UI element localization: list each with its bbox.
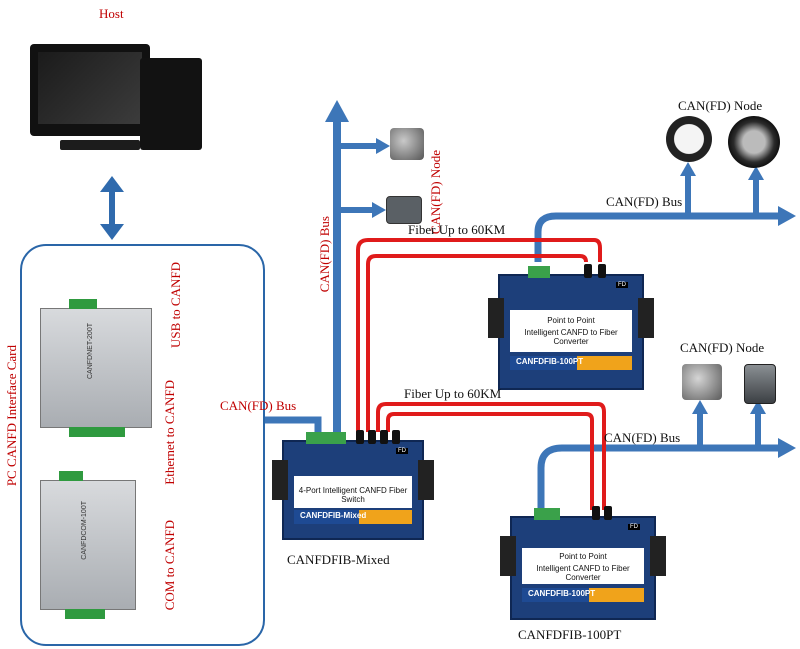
fiber-upper <box>356 238 602 432</box>
fiber-lower-label: Fiber Up to 60KM <box>404 386 502 401</box>
lower-converter-line2: Intelligent CANFD to Fiber Converter <box>536 564 630 582</box>
lower-converter-line1: Point to Point <box>559 552 607 561</box>
usb-canfd-module: CANFDNET-200T <box>40 299 152 437</box>
can-bus-lower-label: CAN(FD) Bus <box>604 430 681 445</box>
fiber-switch-device: FD 4-Port Intelligent CANFD Fiber Switch… <box>272 430 434 540</box>
upper-can-bus <box>534 162 796 262</box>
keyboard-icon <box>60 140 140 150</box>
upper-converter-stripe: CANFDFIB-100PT <box>516 357 584 366</box>
fiber-upper-label: Fiber Up to 60KM <box>408 222 506 237</box>
usb-to-canfd-label: USB to CANFD <box>168 262 183 348</box>
lower-converter-name-label: CANFDFIB-100PT <box>518 627 622 642</box>
interface-card-label: PC CANFD Interface Card <box>4 345 19 487</box>
motor-icon <box>682 364 722 400</box>
node-upper-label: CAN(FD) Node <box>678 98 763 113</box>
switch-name-label: CANFDFIB-Mixed <box>287 552 390 567</box>
lower-converter-stripe: CANFDFIB-100PT <box>528 589 596 598</box>
com-to-canfd-label: COM to CANFD <box>162 520 177 611</box>
host-label: Host <box>99 6 124 21</box>
pressure-gauge-icon <box>666 116 712 162</box>
engine-icon <box>390 128 424 160</box>
upper-converter-device: FD Point to Point Intelligent CANFD to F… <box>488 264 654 390</box>
pc-tower-icon <box>140 58 202 150</box>
plc-module-icon <box>386 196 422 224</box>
can-bus-vertical-label: CAN(FD) Bus <box>317 216 332 293</box>
pc-monitor-icon <box>30 44 150 136</box>
host-link-arrow <box>100 176 124 240</box>
upper-converter-line1: Point to Point <box>547 316 595 325</box>
switch-stripe-label: CANFDFIB-Mixed <box>300 511 367 520</box>
com-canfd-module: CANFDCOM-100T <box>40 471 136 619</box>
vertical-can-bus <box>325 100 390 432</box>
node-lower-label: CAN(FD) Node <box>680 340 765 355</box>
upper-converter-line2: Intelligent CANFD to Fiber Converter <box>524 328 618 346</box>
lower-can-bus <box>537 400 796 510</box>
can-bus-left-label: CAN(FD) Bus <box>220 398 297 413</box>
controller-box-icon <box>744 364 776 404</box>
lower-converter-device: FD Point to Point Intelligent CANFD to F… <box>500 506 666 620</box>
ethernet-to-canfd-label: Ethernet to CANFD <box>162 380 177 485</box>
wheel-sensor-icon <box>728 116 780 168</box>
can-bus-upper-label: CAN(FD) Bus <box>606 194 683 209</box>
fiber-lower <box>376 402 606 510</box>
switch-face-title: 4-Port Intelligent CANFD Fiber Switch <box>298 486 408 504</box>
